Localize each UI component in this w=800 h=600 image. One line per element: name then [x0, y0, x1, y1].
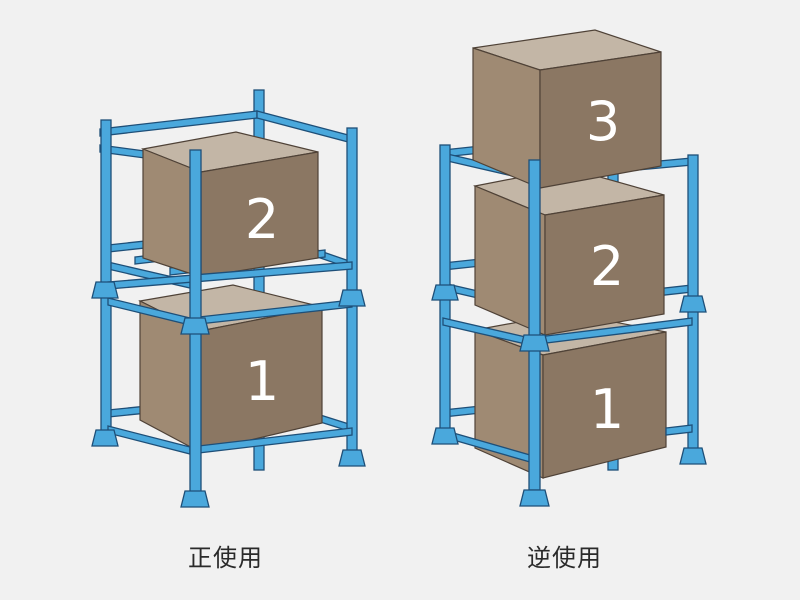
right-rack: 1 2 3	[431, 29, 707, 507]
right-connector	[519, 334, 550, 352]
right-connector	[679, 295, 707, 313]
box-number: 2	[590, 235, 624, 298]
left-foot	[180, 490, 210, 508]
left-connector	[338, 289, 366, 307]
box-number: 1	[590, 378, 624, 441]
box-number: 1	[245, 350, 279, 413]
left-top-rail-right	[256, 110, 353, 144]
right-foot	[431, 427, 459, 445]
right-foot	[679, 447, 707, 465]
box-front-face	[542, 331, 667, 479]
left-caption: 正使用	[188, 544, 263, 572]
right-front-center-post	[528, 159, 541, 491]
box-front-face	[539, 51, 662, 189]
right-box-3: 3	[472, 29, 662, 189]
left-foot	[338, 449, 366, 467]
right-bottom-rail-right	[665, 424, 693, 436]
left-front-left-post	[100, 119, 112, 441]
left-foot	[91, 429, 119, 447]
box-front-face	[544, 194, 665, 336]
left-connector	[180, 317, 210, 335]
box-number: 3	[586, 90, 620, 153]
right-caption: 逆使用	[527, 544, 602, 572]
left-back-post	[253, 89, 265, 471]
left-box-2: 2	[140, 131, 319, 278]
right-foot	[519, 489, 550, 507]
right-connector	[431, 284, 459, 301]
left-box-1: 1	[138, 284, 323, 453]
left-connector	[91, 281, 119, 299]
right-box-2: 2	[472, 167, 665, 336]
left-rack: 1 2	[91, 89, 366, 508]
box-number: 2	[245, 188, 279, 251]
